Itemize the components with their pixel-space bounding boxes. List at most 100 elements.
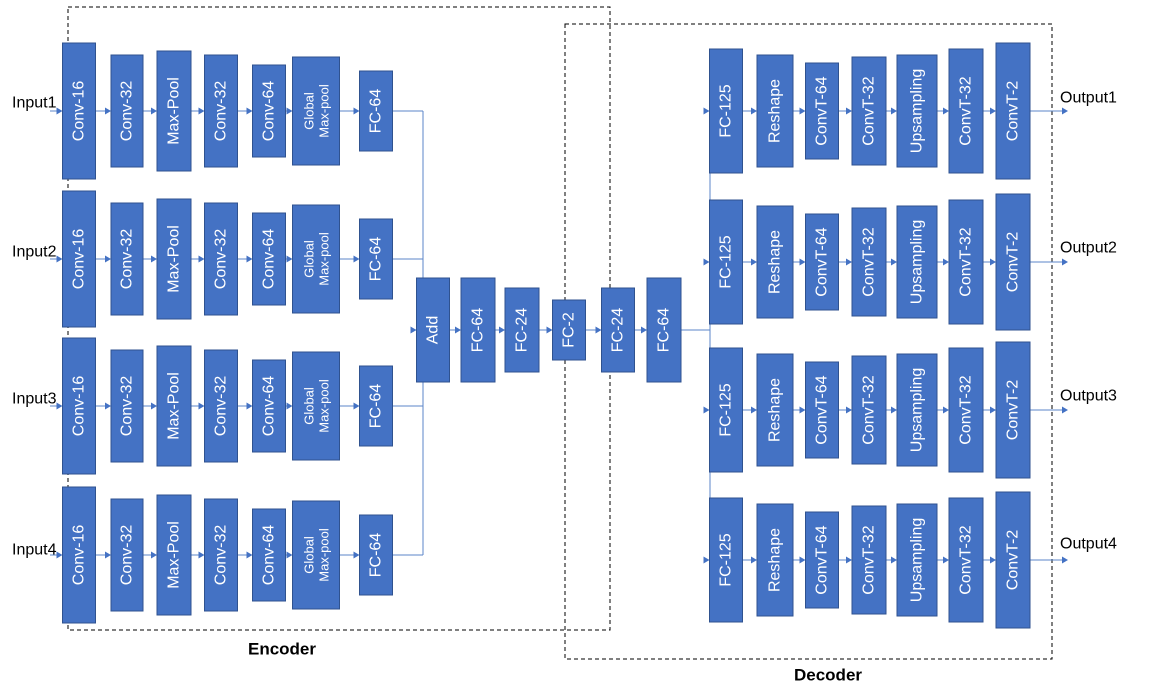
arrowhead-icon	[151, 107, 157, 115]
bottleneck-fc-64-block-box	[646, 277, 682, 383]
arrowhead-icon	[105, 107, 111, 115]
arrowhead-icon	[151, 551, 157, 559]
decoder-2-convt-32-block-label: ConvT-32	[861, 227, 878, 296]
arrowhead-icon	[56, 402, 63, 410]
arrowhead-icon	[353, 255, 360, 263]
encoder-2-conv-16-block: Conv-16	[62, 190, 96, 328]
decoder-4-convt-32-block-box	[851, 505, 887, 615]
arrowhead-icon	[1062, 258, 1068, 266]
arrowhead-icon	[990, 406, 996, 414]
decoder-1-fc-125-block: FC-125	[709, 48, 743, 174]
arrowhead-icon	[943, 556, 949, 564]
encoder-3-fc-64-block-box	[359, 365, 393, 447]
encoder-3-fc-64-block-label: FC-64	[368, 384, 385, 429]
bottleneck-fc-64-block-label: FC-64	[656, 308, 673, 353]
encoder-1-conv-32-block: Conv-32	[110, 54, 144, 168]
bottleneck-fc-24-block-label: FC-24	[514, 308, 531, 353]
decoder-3-convt-32-block-label: ConvT-32	[861, 375, 878, 444]
arrowhead-icon	[943, 406, 949, 414]
arrowhead-icon	[546, 326, 553, 334]
decoder-3-fc-125-block-box	[709, 347, 743, 473]
encoder-2-conv-64-block-box	[252, 212, 286, 306]
arrowhead-icon	[353, 402, 360, 410]
decoder-3-convt-32-block-box	[851, 355, 887, 465]
encoder-4-global-max-pool-block: GlobalMax-pool	[292, 500, 340, 610]
arrowhead-icon	[990, 258, 996, 266]
decoder-2-fc-125-block-label: FC-125	[718, 235, 735, 288]
arrowhead-icon	[286, 255, 293, 263]
input-label-3: Input3	[12, 391, 57, 408]
encoder-3-conv-64-block-label: Conv-64	[261, 376, 278, 437]
decoder-3-convt-32-block-label: ConvT-32	[958, 375, 975, 444]
decoder-1-upsampling-block-box	[896, 54, 938, 168]
encoder-2-conv-32-block: Conv-32	[110, 202, 144, 316]
arrowhead-icon	[799, 107, 806, 115]
arrowhead-icon	[56, 107, 63, 115]
encoder-4-conv-64-block-label: Conv-64	[261, 525, 278, 586]
decoder-3-convt-64-block-box	[805, 361, 839, 459]
arrowhead-icon	[943, 107, 949, 115]
decoder-4-upsampling-block-box	[896, 503, 938, 617]
decoder-1-convt-32-block-box	[851, 56, 887, 166]
encoder-4-conv-16-block: Conv-16	[62, 486, 96, 624]
input-label-1: Input1	[12, 95, 57, 112]
encoder-4-conv-16-block-box	[62, 486, 96, 624]
decoder-3-convt-2-block: ConvT-2	[995, 341, 1031, 479]
arrowhead-icon	[703, 107, 710, 115]
decoder-2-convt-64-block: ConvT-64	[805, 213, 839, 311]
encoder-3-conv-32-block-box	[204, 349, 238, 463]
bottleneck-fc-64-block-box	[460, 277, 496, 383]
bottleneck-fc-2-block-label: FC-2	[561, 312, 578, 348]
encoder-1-conv-16-block-label: Conv-16	[71, 81, 88, 142]
decoder-3-fc-125-block: FC-125	[709, 347, 743, 473]
encoder-2-global-max-pool-block-label: GlobalMax-pool	[301, 232, 331, 286]
encoder-3-conv-16-block-box	[62, 337, 96, 475]
encoder-4-conv-32-block-box	[204, 498, 238, 612]
arrowhead-icon	[703, 556, 710, 564]
bottleneck-fc-24-block-label: FC-24	[610, 308, 627, 353]
bottleneck-fc-24-block: FC-24	[504, 287, 540, 373]
arrowhead-icon	[891, 556, 897, 564]
encoder-2-global-max-pool-block-box	[292, 204, 340, 314]
arrowhead-icon	[1062, 556, 1068, 564]
encoder-3-max-pool-block-box	[156, 345, 192, 467]
decoder-4-fc-125-block-box	[709, 497, 743, 623]
encoder-4-conv-16-block-label: Conv-16	[71, 525, 88, 586]
arrowhead-icon	[151, 255, 157, 263]
decoder-2-convt-64-block-label: ConvT-64	[814, 227, 831, 296]
encoder-4-global-max-pool-block-label-line: Max-pool	[316, 528, 331, 582]
decoder-4-convt-32-block: ConvT-32	[851, 505, 887, 615]
decoder-1-convt-2-block-box	[995, 42, 1031, 180]
encoder-2-conv-64-block: Conv-64	[252, 212, 286, 306]
decoder-4-reshape-block: Reshape	[756, 503, 794, 617]
encoder-2-conv-32-block-box	[110, 202, 144, 316]
decoder-3-upsampling-block-box	[896, 353, 938, 467]
decoder-2-convt-32-block: ConvT-32	[851, 207, 887, 317]
encoder-1-conv-16-block: Conv-16	[62, 42, 96, 180]
arrowhead-icon	[499, 326, 505, 334]
decoder-1-upsampling-block-label: Upsampling	[909, 69, 926, 153]
decoder-4-convt-32-block-label: ConvT-32	[958, 525, 975, 594]
encoder-1-max-pool-block-label: Max-Pool	[166, 77, 183, 145]
encoder-4-global-max-pool-block-label: GlobalMax-pool	[301, 528, 331, 582]
encoder-2-conv-64-block-label: Conv-64	[261, 229, 278, 290]
bottleneck-fc-24-block: FC-24	[601, 287, 635, 373]
arrowhead-icon	[990, 107, 996, 115]
arrowhead-icon	[703, 406, 710, 414]
encoder-4-fc-64-block-box	[359, 514, 393, 596]
decoder-title: Decoder	[794, 666, 862, 685]
encoder-2-max-pool-block-box	[156, 198, 192, 320]
bottleneck-fc-2-block-box	[552, 299, 586, 361]
encoder-4-fc-64-block-label: FC-64	[368, 533, 385, 578]
decoder-1-convt-32-block: ConvT-32	[948, 48, 984, 174]
encoder-3-conv-32-block-label: Conv-32	[213, 376, 230, 437]
arrowhead-icon	[703, 258, 710, 266]
decoder-4-convt-2-block-box	[995, 491, 1031, 629]
output-label-3: Output3	[1060, 388, 1117, 405]
decoder-4-convt-2-block-label: ConvT-2	[1005, 530, 1022, 591]
arrowhead-icon	[641, 326, 647, 334]
decoder-2-convt-2-block-box	[995, 193, 1031, 331]
decoder-2-upsampling-block: Upsampling	[896, 205, 938, 319]
